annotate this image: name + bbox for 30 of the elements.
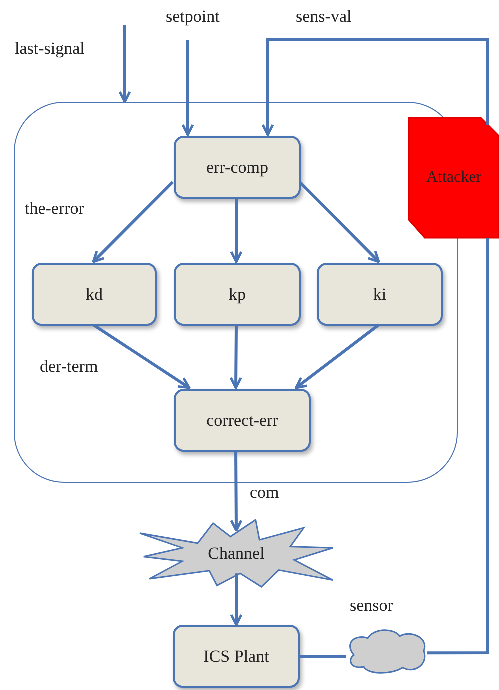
node-label: Channel [208,544,265,564]
sensor-label: sensor [350,596,394,616]
process-box [174,263,301,326]
node-label: ki [373,284,387,304]
process-box [174,389,311,452]
node-label: err-comp [206,158,268,178]
node-label: correct-err [206,410,278,430]
connector-line [427,238,490,655]
process-box [173,625,300,688]
arrow [230,574,243,626]
arrow [230,450,243,532]
arrow [230,198,243,264]
node-label: kd [86,284,103,304]
arrow [295,324,380,390]
process-box [317,263,443,326]
attacker-label: Attacker [426,169,482,187]
arrow [298,181,380,264]
edge-label: last-signal [15,40,85,59]
process-box [32,263,157,326]
process-box [174,136,301,199]
arrow [118,25,132,104]
node-label: ICS Plant [204,646,270,666]
arrow [92,324,191,390]
arrow [230,324,242,390]
node-label: kp [229,284,246,304]
arrow [262,38,490,136]
arrow [92,181,174,264]
connector-line [300,654,346,658]
arrow [182,40,194,136]
edge-label: setpoint [166,8,220,27]
